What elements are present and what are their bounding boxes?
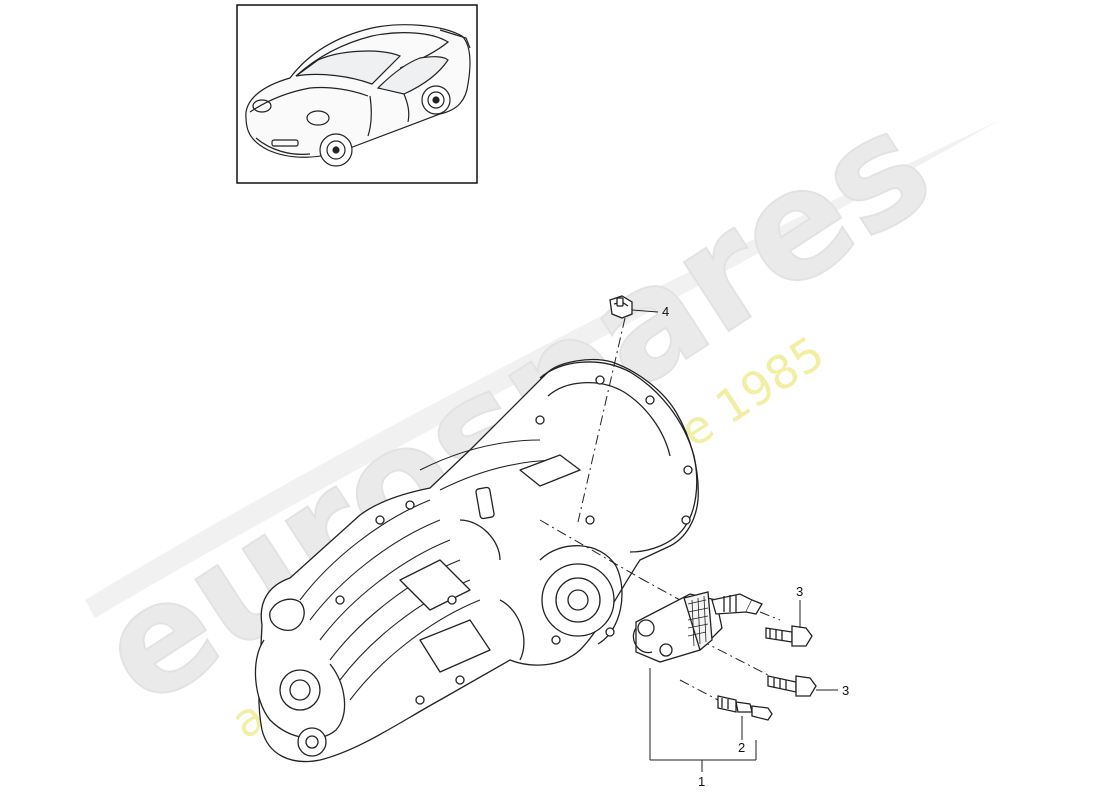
callout-leaders [631,309,838,772]
transmission-assembly [254,359,699,763]
casing-bolts [335,375,693,705]
callout-3-lower: 3 [842,683,849,698]
slave-cylinder-assembly [632,591,763,663]
callout-1: 1 [698,774,705,789]
bleeder-valve [717,695,773,721]
callout-4: 4 [662,304,669,319]
assembly-leader-lines [539,317,781,701]
bell-housing [539,361,698,553]
mounting-bolt-lower [767,675,817,697]
callout-3-upper: 3 [796,584,803,599]
bracket-mesh [687,595,709,647]
retaining-clip [609,295,633,319]
vehicle-thumbnail [236,4,478,184]
watermark-swoosh [85,120,1000,618]
car-illustration [245,24,471,167]
callout-labels: 4 3 3 2 1 [662,304,849,789]
callout-2: 2 [738,740,745,755]
mounting-bolt-upper [765,625,813,647]
